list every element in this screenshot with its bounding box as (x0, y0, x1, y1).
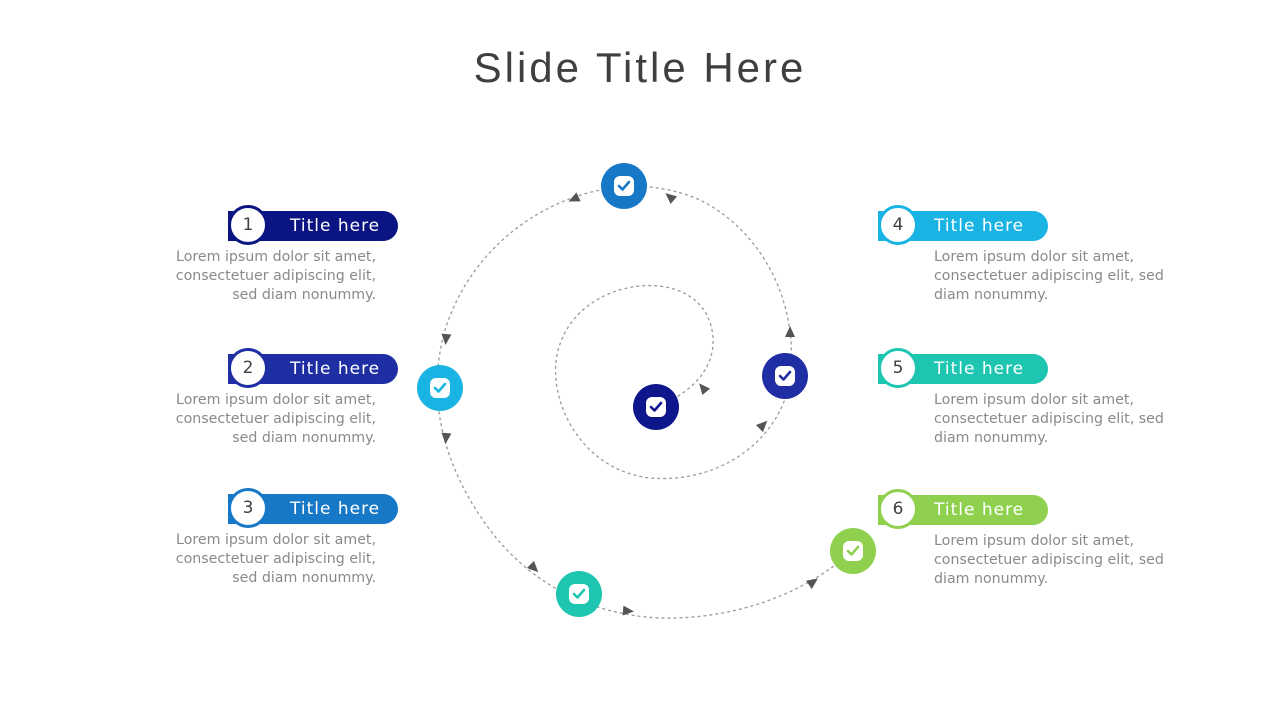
check-shield-icon (614, 176, 634, 196)
flow-arrows (441, 192, 818, 616)
arrow-head (526, 560, 539, 573)
spiral-node-c (417, 365, 463, 411)
arrow-head (699, 383, 711, 396)
step-1-number: 1 (228, 205, 268, 245)
step-1-title: Title here (290, 216, 381, 236)
arrow-head (806, 578, 818, 589)
step-4-text: Lorem ipsum dolor sit amet, consectetuer… (934, 249, 1164, 303)
step-6-title: Title here (934, 500, 1025, 520)
arrow-head (568, 192, 581, 202)
check-shield-icon (430, 378, 450, 398)
step-1-text: Lorem ipsum dolor sit amet, consectetuer… (175, 249, 376, 303)
slide-title: Slide Title Here (473, 44, 807, 91)
spiral-node-a (762, 353, 808, 399)
spiral-center (633, 384, 679, 430)
step-4-title: Title here (934, 216, 1025, 236)
spiral-node-b (601, 163, 647, 209)
step-2-title: Title here (290, 359, 381, 379)
arrow-head (441, 432, 452, 444)
step-2-text: Lorem ipsum dolor sit amet, consectetuer… (175, 392, 376, 446)
arrow-head (665, 193, 678, 205)
step-6-number: 6 (878, 489, 918, 529)
arrow-head (441, 333, 452, 345)
step-5-text: Lorem ipsum dolor sit amet, consectetuer… (934, 392, 1164, 446)
step-5-number: 5 (878, 348, 918, 388)
step-4-number: 4 (878, 205, 918, 245)
check-shield-icon (843, 541, 863, 561)
step-3-number: 3 (228, 488, 268, 528)
step-3-text: Lorem ipsum dolor sit amet, consectetuer… (175, 532, 376, 586)
step-6-text: Lorem ipsum dolor sit amet, consectetuer… (934, 533, 1164, 587)
step-5-title: Title here (934, 359, 1025, 379)
arrow-head (785, 326, 795, 337)
spiral-path (436, 185, 853, 619)
nodes-layer (417, 163, 876, 617)
check-shield-icon (775, 366, 795, 386)
check-shield-icon (569, 584, 589, 604)
spiral-node-d (556, 571, 602, 617)
arrow-head (622, 605, 634, 616)
spiral-node-e (830, 528, 876, 574)
check-shield-icon (646, 397, 666, 417)
step-2-number: 2 (228, 348, 268, 388)
step-3-title: Title here (290, 499, 381, 519)
arrow-head (755, 420, 768, 433)
